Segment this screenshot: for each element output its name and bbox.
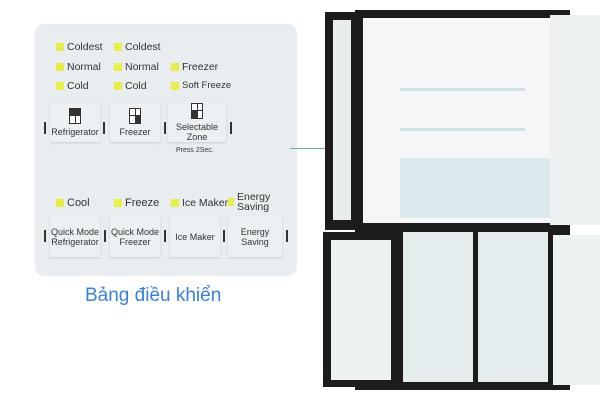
led-label: Normal	[67, 61, 101, 73]
led-zone-freezer: Freezer	[171, 62, 218, 72]
button-label: Ice Maker	[175, 232, 215, 242]
freezer-button[interactable]: Freezer	[110, 102, 160, 142]
led-label: Cold	[125, 80, 147, 92]
led-cool: Cool	[56, 197, 90, 209]
led-label: Ice Maker	[182, 197, 229, 209]
fridge-icon	[129, 107, 141, 124]
led-label: Energy Saving	[236, 191, 271, 213]
zone-note: Press 2Sec.	[176, 147, 214, 154]
led-frz-coldest: Coldest	[114, 42, 161, 52]
quick-mode-freezer-button[interactable]: Quick Mode Freezer	[110, 217, 160, 257]
control-panel: Coldest Normal Cold Coldest Normal Cold …	[36, 25, 296, 275]
led-energy-saving: Energy Saving	[228, 192, 288, 212]
divider	[44, 122, 46, 134]
fridge-icon	[191, 102, 203, 119]
shelf	[400, 88, 525, 91]
led-label: Coldest	[67, 41, 103, 53]
door-inner	[331, 240, 391, 380]
divider	[223, 230, 225, 242]
button-label: Refrigerator	[51, 126, 99, 137]
divider	[230, 122, 232, 134]
led-frz-normal: Normal	[114, 62, 159, 72]
led-freeze: Freeze	[114, 197, 160, 209]
led-label: Freeze	[125, 197, 160, 209]
led-ice-maker: Ice Maker	[171, 198, 228, 208]
caption: Bảng điều khiển	[85, 285, 222, 306]
led-label: Freezer	[182, 61, 219, 73]
ice-maker-button[interactable]: Ice Maker	[170, 217, 220, 257]
lower-right-compartment	[478, 232, 548, 382]
refrigerator-button[interactable]: Refrigerator	[50, 102, 100, 142]
drawer	[400, 158, 550, 218]
door-inner	[333, 20, 351, 220]
led-label: Soft Freeze	[182, 80, 232, 91]
divider	[44, 230, 46, 242]
led-label: Cold	[67, 80, 89, 92]
divider	[286, 230, 288, 242]
led-frz-cold: Cold	[114, 81, 147, 91]
divider	[164, 230, 166, 242]
led-ref-cold: Cold	[56, 81, 89, 91]
energy-saving-button[interactable]: Energy Saving	[228, 217, 282, 257]
selectable-zone-button[interactable]: Selectable Zone	[168, 102, 226, 142]
led-label: Cool	[67, 197, 90, 209]
button-label: Quick Mode Refrigerator	[50, 227, 100, 247]
lower-left-compartment	[403, 232, 473, 382]
right-upper-door	[550, 15, 600, 225]
fridge-icon	[69, 107, 81, 124]
divider	[104, 230, 106, 242]
divider	[103, 122, 105, 134]
right-lower-door	[553, 235, 600, 385]
divider	[164, 122, 166, 134]
led-zone-soft-freeze: Soft Freeze	[171, 81, 231, 91]
led-ref-normal: Normal	[56, 62, 101, 72]
button-label: Freezer	[119, 126, 151, 137]
refrigerator-image	[323, 10, 600, 390]
led-ref-coldest: Coldest	[56, 42, 103, 52]
led-label: Normal	[125, 61, 159, 73]
quick-mode-refrigerator-button[interactable]: Quick Mode Refrigerator	[50, 217, 100, 257]
button-label: Quick Mode Freezer	[110, 227, 160, 247]
shelf	[400, 128, 525, 131]
led-label: Coldest	[125, 41, 161, 53]
button-label: Energy Saving	[240, 227, 270, 247]
button-label: Selectable Zone	[175, 121, 219, 142]
